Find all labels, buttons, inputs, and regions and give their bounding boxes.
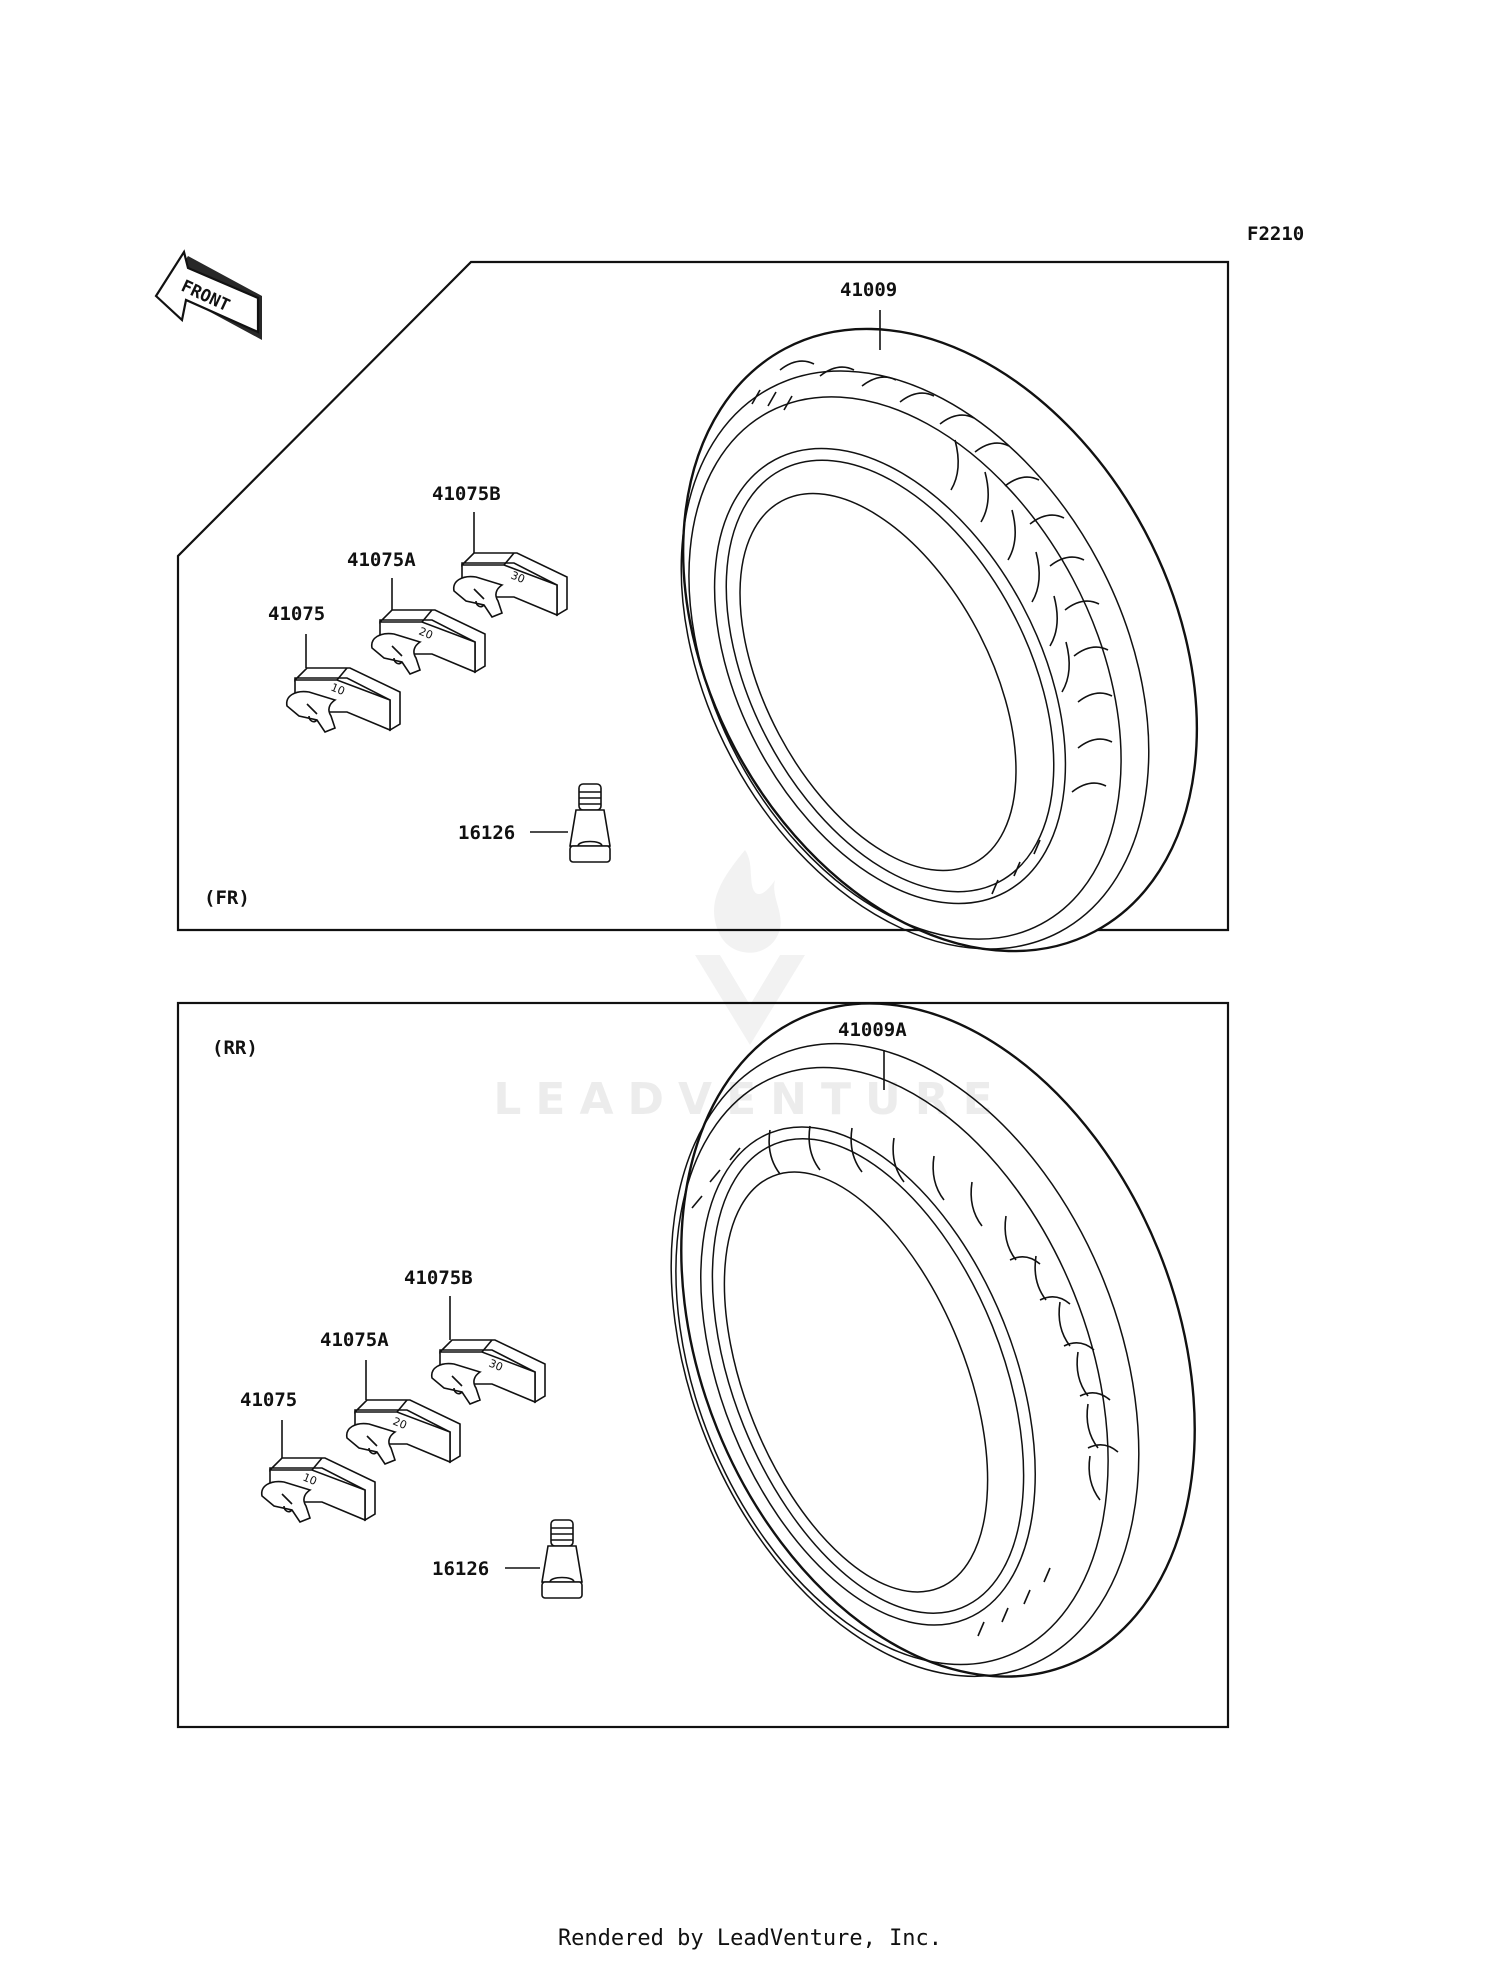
front-weight-10-mark: 10 <box>329 681 347 698</box>
front-valve-icon <box>569 783 611 863</box>
rear-valve-part-label: 16126 <box>432 1558 489 1580</box>
front-weight-20-icon <box>370 609 486 675</box>
front-weight-10-icon <box>285 667 401 733</box>
front-tire-part-label: 41009 <box>840 279 897 301</box>
watermark-logo-icon <box>695 850 805 1045</box>
front-tire-icon <box>680 327 1199 953</box>
rear-panel-border <box>176 1001 1230 1729</box>
rear-tire-icon <box>670 1002 1196 1678</box>
front-arrow-icon: FRONT <box>154 249 262 340</box>
rear-weight-20-mark: 20 <box>391 1415 409 1432</box>
front-panel: (FR) 41009 10 41075 <box>176 260 1230 953</box>
rear-valve-icon <box>541 1519 583 1599</box>
front-panel-border <box>176 260 1230 932</box>
rear-tire-part-label: 41009A <box>838 1019 907 1041</box>
rear-weight-10-icon <box>260 1457 376 1523</box>
rear-weight-20-part-label: 41075A <box>320 1329 389 1351</box>
rear-weight-10-part-label: 41075 <box>240 1389 297 1411</box>
front-valve-part-label: 16126 <box>458 822 515 844</box>
footer-credit: Rendered by LeadVenture, Inc. <box>557 1926 943 1951</box>
rear-weight-30-mark: 30 <box>487 1357 505 1374</box>
rear-weight-10-mark: 10 <box>301 1471 319 1488</box>
rear-panel: (RR) 41009A 10 41075 <box>176 1001 1230 1729</box>
rear-weight-20-icon <box>345 1399 461 1465</box>
front-weight-30-part-label: 41075B <box>432 483 501 505</box>
front-weight-10-part-label: 41075 <box>268 603 325 625</box>
front-weight-20-part-label: 41075A <box>347 549 416 571</box>
front-weight-30-icon <box>452 552 568 618</box>
rear-weight-30-icon <box>430 1339 546 1405</box>
front-weight-20-mark: 20 <box>417 625 435 642</box>
rear-panel-tag: (RR) <box>212 1037 258 1059</box>
diagram-code: F2210 <box>1247 223 1304 245</box>
watermark-text: LEADVENTURE <box>493 1074 1006 1125</box>
front-panel-tag: (FR) <box>204 887 250 909</box>
rear-weight-30-part-label: 41075B <box>404 1267 473 1289</box>
front-weight-30-mark: 30 <box>509 569 527 586</box>
